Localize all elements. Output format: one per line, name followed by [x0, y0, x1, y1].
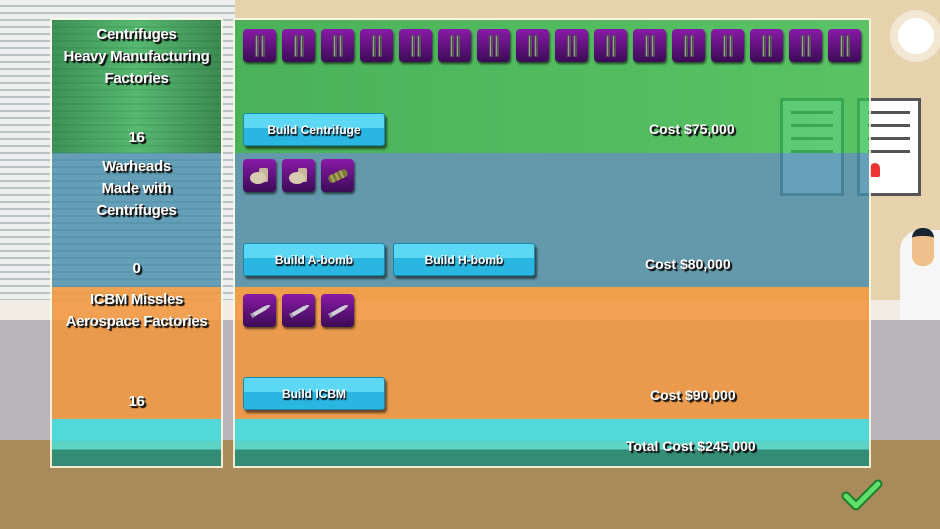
centrifuge-icon — [282, 29, 315, 62]
centrifuge-icon — [711, 29, 744, 62]
summary-panel: Centrifuges Heavy Manufacturing Factorie… — [50, 18, 223, 468]
icbm-title-line: Aerospace Factories — [65, 313, 208, 330]
build-panel: Build Centrifuge Cost $75,000 Build A-bo… — [233, 18, 871, 468]
build-centrifuge-button[interactable]: Build Centrifuge — [243, 113, 385, 146]
ceiling-lamp — [898, 18, 934, 54]
centrifuge-icon — [750, 29, 783, 62]
centrifuge-icon — [672, 29, 705, 62]
warheads-title-line: Centrifuges — [96, 202, 177, 219]
centrifuges-heading: Centrifuges Heavy Manufacturing Factorie… — [52, 24, 221, 90]
icbm-inventory — [243, 294, 354, 327]
a-bomb-icon — [243, 159, 276, 192]
centrifuge-icon — [399, 29, 432, 62]
centrifuge-icon — [594, 29, 627, 62]
warheads-heading: Warheads Made with Centrifuges — [52, 156, 221, 222]
centrifuge-icon — [633, 29, 666, 62]
centrifuge-inventory — [243, 29, 861, 62]
centrifuge-icon — [555, 29, 588, 62]
warhead-band — [52, 153, 221, 287]
warheads-count: 0 — [132, 260, 141, 277]
missile-icon — [321, 294, 354, 327]
centrifuge-icon — [477, 29, 510, 62]
centrifuges-title-line: Centrifuges — [96, 26, 177, 43]
centrifuges-title-line: Factories — [104, 70, 169, 87]
total-cost: Total Cost $245,000 — [626, 438, 756, 454]
a-bomb-icon — [282, 159, 315, 192]
icbm-band — [52, 287, 221, 419]
icbm-heading: ICBM Missles Aerospace Factories — [52, 289, 221, 333]
icbm-cost: Cost $90,000 — [650, 387, 736, 403]
build-h-bomb-button[interactable]: Build H-bomb — [393, 243, 535, 276]
certificate-seal-icon — [870, 163, 880, 177]
checkmark-icon[interactable] — [840, 478, 884, 514]
centrifuge-icon — [789, 29, 822, 62]
centrifuge-icon — [360, 29, 393, 62]
centrifuge-icon — [243, 29, 276, 62]
icbm-title-line: ICBM Missles — [89, 291, 184, 308]
icbm-count: 16 — [128, 393, 145, 410]
build-icbm-button[interactable]: Build ICBM — [243, 377, 385, 410]
warheads-title-line: Warheads — [102, 158, 171, 175]
centrifuge-band — [52, 20, 221, 153]
centrifuge-icon — [828, 29, 861, 62]
h-bomb-icon — [321, 159, 354, 192]
scientist-head — [912, 228, 934, 266]
missile-icon — [243, 294, 276, 327]
centrifuges-title-line: Heavy Manufacturing — [63, 48, 210, 65]
centrifuges-count: 16 — [128, 129, 145, 146]
build-a-bomb-button[interactable]: Build A-bomb — [243, 243, 385, 276]
centrifuge-icon — [321, 29, 354, 62]
missile-icon — [282, 294, 315, 327]
warhead-cost: Cost $80,000 — [645, 256, 731, 272]
centrifuge-icon — [438, 29, 471, 62]
total-band — [235, 419, 869, 466]
warheads-title-line: Made with — [101, 180, 172, 197]
warhead-inventory — [243, 159, 354, 192]
centrifuge-cost: Cost $75,000 — [649, 121, 735, 137]
centrifuge-icon — [516, 29, 549, 62]
total-band — [52, 419, 221, 466]
